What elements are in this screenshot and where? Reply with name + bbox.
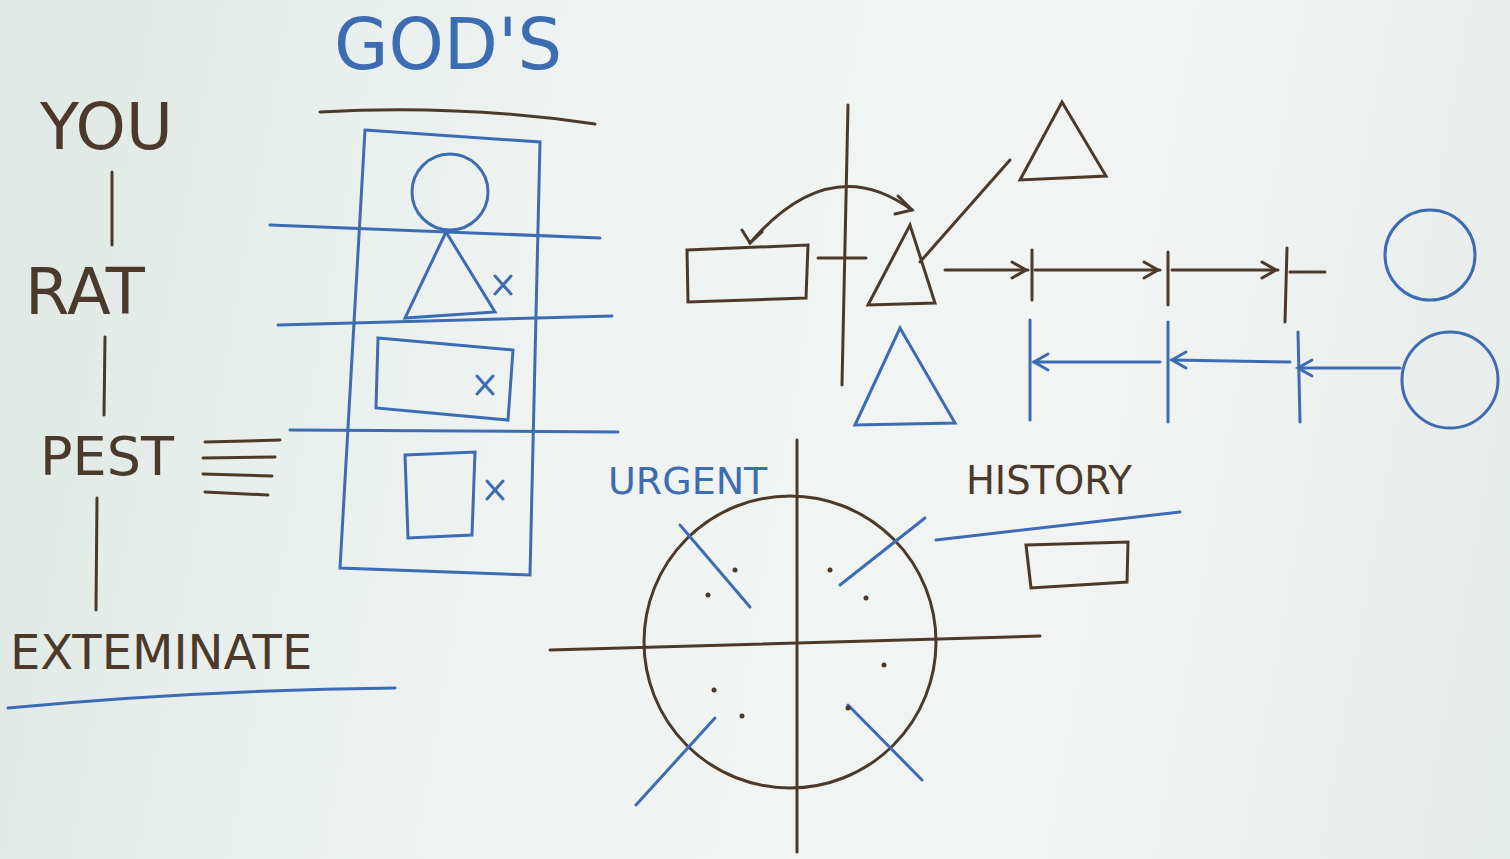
handwritten-label: EXTEMINATE — [10, 628, 312, 676]
handwritten-label: RAT — [25, 260, 145, 324]
handwritten-label: PEST — [40, 430, 174, 484]
history-box: HISTORY — [938, 462, 1160, 597]
gods-panel: GOD'S — [262, 10, 634, 585]
node-outline — [262, 10, 622, 585]
handwritten-label: URGENT — [608, 462, 767, 500]
node-heading: HISTORY — [938, 462, 1160, 500]
node-heading: GOD'S — [262, 10, 634, 80]
handwritten-label: YOU — [40, 95, 173, 159]
